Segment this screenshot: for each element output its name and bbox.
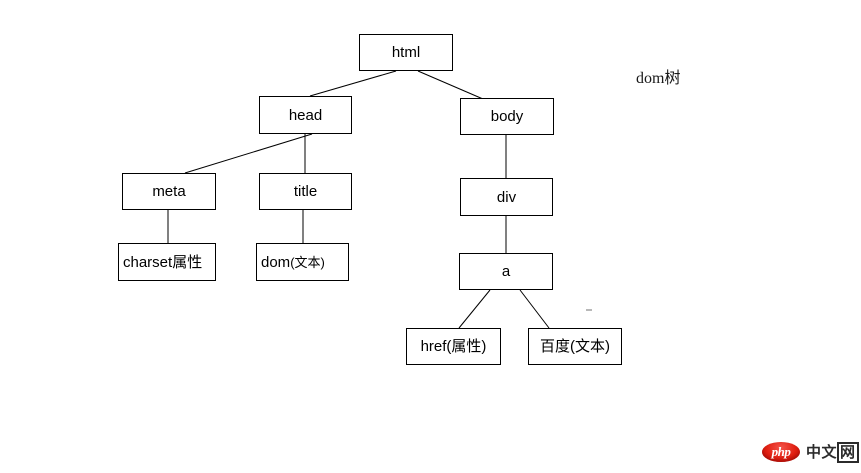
watermark-site-name-cn: 中文 — [806, 444, 838, 461]
diagram-caption: dom树 — [636, 70, 681, 87]
tree-node-charset-attribute[interactable]: charset属性 — [118, 243, 216, 281]
tree-node-body[interactable]: body — [460, 98, 554, 135]
scan-artifact-mark — [586, 309, 592, 311]
tree-node-title-label: title — [293, 183, 318, 200]
tree-node-dom-textnode-label: dom — [261, 253, 291, 271]
tree-node-head[interactable]: head — [259, 96, 352, 134]
tree-node-href-attribute[interactable]: href(属性) — [406, 328, 501, 365]
tree-node-title[interactable]: title — [259, 173, 352, 210]
tree-node-html-label: html — [391, 44, 421, 61]
tree-node-div[interactable]: div — [460, 178, 553, 216]
edge-html-body — [417, 70, 484, 100]
tree-node-a-label: a — [501, 263, 511, 280]
tree-node-baidu-textnode[interactable]: 百度(文本) — [528, 328, 622, 365]
tree-node-dom-textnode-sublabel: (文本) — [290, 254, 325, 270]
tree-node-baidu-label: 百度(文本) — [540, 338, 610, 355]
watermark-site-name: 中文网 — [806, 441, 859, 463]
tree-node-html[interactable]: html — [359, 34, 453, 71]
tree-node-href-label: href(属性) — [420, 338, 487, 355]
tree-node-a[interactable]: a — [459, 253, 553, 290]
edge-head-meta — [184, 133, 313, 174]
edge-a-href — [458, 289, 491, 329]
watermark-site-name-boxed: 网 — [837, 442, 859, 463]
tree-node-meta[interactable]: meta — [122, 173, 216, 210]
tree-node-dom-textnode[interactable]: dom(文本) — [256, 243, 349, 281]
tree-node-meta-label: meta — [152, 183, 186, 200]
tree-node-charset-label: charset属性 — [123, 253, 203, 271]
tree-node-head-label: head — [288, 106, 323, 124]
tree-node-div-label: div — [496, 188, 517, 206]
edge-a-baidu — [519, 289, 550, 329]
watermark: php 中文网 — [762, 441, 859, 463]
edge-html-head — [309, 70, 397, 97]
php-logo-icon: php — [762, 441, 800, 462]
php-logo-text: php — [771, 444, 791, 459]
tree-node-body-label: body — [490, 108, 524, 125]
